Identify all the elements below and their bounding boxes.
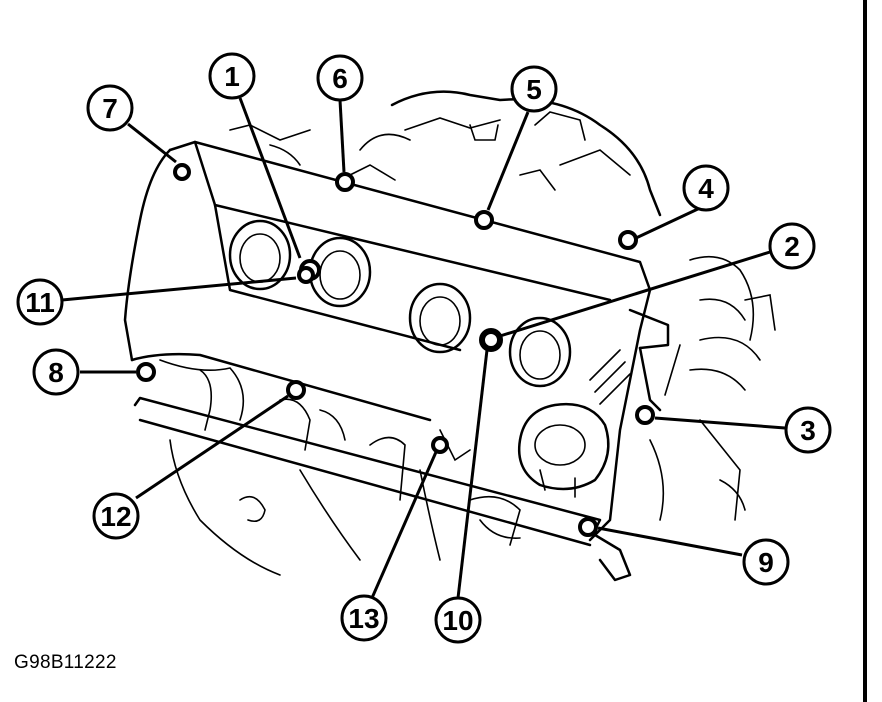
callout-label: 13	[348, 603, 379, 634]
bolt-5	[474, 210, 494, 230]
leader-10	[456, 349, 489, 599]
callout-label: 11	[25, 287, 55, 318]
bolt-8	[136, 362, 156, 382]
bolt-12	[286, 380, 306, 400]
page-border-rule	[863, 0, 867, 702]
callout-10: 10	[434, 596, 482, 644]
callout-label: 2	[784, 231, 800, 262]
callout-13: 13	[340, 594, 388, 642]
callout-label: 7	[102, 93, 118, 124]
callout-3: 3	[784, 406, 832, 454]
leader-13	[370, 451, 438, 599]
callout-2: 2	[768, 222, 816, 270]
callout-12: 12	[92, 492, 140, 540]
engine-illustration	[123, 90, 776, 582]
leader-7	[127, 122, 177, 164]
callout-11: 11	[16, 278, 64, 326]
bolt-10	[481, 330, 501, 350]
callout-label: 4	[698, 173, 714, 204]
callout-5: 5	[510, 65, 558, 113]
callout-9: 9	[742, 538, 790, 586]
leader-11	[61, 276, 297, 302]
callout-4: 4	[682, 164, 730, 212]
leader-1	[238, 97, 302, 259]
bolt-7	[173, 163, 191, 181]
bolt-4	[618, 230, 638, 250]
leader-12	[135, 394, 289, 500]
callout-label: 8	[48, 357, 64, 388]
callout-label: 12	[100, 501, 131, 532]
cover-bolts	[136, 163, 655, 537]
callout-label: 10	[442, 605, 473, 636]
bolt-3	[635, 405, 655, 425]
callout-label: 3	[800, 415, 816, 446]
callout-8: 8	[32, 348, 80, 396]
leader-5	[486, 111, 530, 211]
callout-label: 9	[758, 547, 774, 578]
leader-6	[338, 99, 346, 173]
callout-7: 7	[86, 84, 134, 132]
leader-9	[597, 526, 743, 557]
callout-label: 6	[332, 63, 348, 94]
callout-6: 6	[316, 54, 364, 102]
leader-3	[654, 416, 786, 430]
leader-4	[635, 206, 701, 240]
bolt-11	[297, 266, 315, 284]
bolt-13	[431, 436, 449, 454]
bolt-9	[578, 517, 598, 537]
bolt-6	[335, 172, 355, 192]
leader-2	[499, 250, 771, 338]
callout-1: 1	[208, 52, 256, 100]
leader-lines	[61, 97, 786, 599]
callout-label: 5	[526, 74, 542, 105]
callout-label: 1	[224, 61, 240, 92]
figure-id: G98B11222	[14, 652, 117, 673]
